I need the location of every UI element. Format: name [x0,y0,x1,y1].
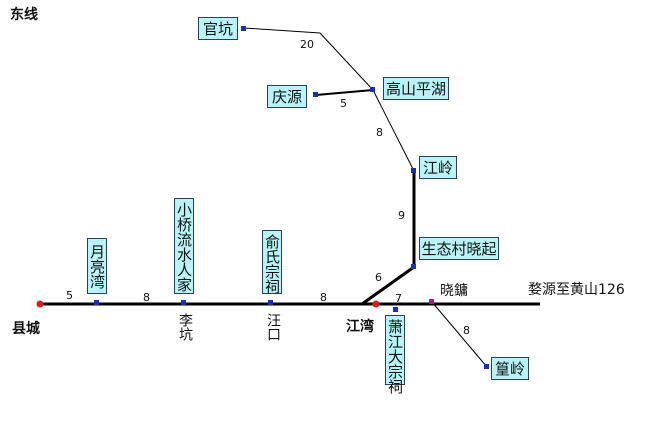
stop-guankeng[interactable]: 官坑 [198,17,238,40]
road-gaoshan-bend [319,32,374,91]
distance-jiangwan-xiaojiang: 7 [395,292,402,305]
node-huangling [484,364,489,369]
stop-jiangling[interactable]: 江岭 [419,156,457,179]
node-gaoshan [370,87,375,92]
distance-qingyuan-gaoshan: 5 [340,97,347,110]
place-likeng: 李坑 [177,313,193,341]
node-xiaojiang [393,307,398,312]
distance-jiangwan-shengtai: 6 [375,271,382,284]
node-xiancheng [36,300,44,308]
node-jiangwan [372,300,380,308]
distance-jiangling-gaoshan: 8 [376,126,383,139]
stop-yueliangwan[interactable]: 月亮湾 [87,238,107,294]
stop-xiaojiang[interactable]: 萧江大宗祠 [385,315,405,394]
section-title: 东线 [10,7,38,23]
node-jiangling [411,168,416,173]
stop-yushi[interactable]: 俞氏宗祠 [262,230,282,294]
road-jiangwan-shengtai [361,265,415,306]
node-xiaoyong [429,299,434,304]
stop-shengtai[interactable]: 生态村晓起 [419,237,499,260]
node-yushi [268,300,273,305]
place-jiangwan: 江湾 [346,319,374,335]
node-qingyuan [313,92,318,97]
stop-qingyuan[interactable]: 庆源 [267,85,307,108]
distance-yueliangwan-likeng: 8 [143,291,150,304]
stop-huangling[interactable]: 篁岭 [491,357,529,380]
node-xiaoqiao [181,300,186,305]
distance-wangkou-jiangwan: 8 [320,291,327,304]
node-yueliangwan [94,300,99,305]
distance-xiaoyong-huangling: 8 [463,324,470,337]
node-shengtai [411,264,416,269]
place-xiaoyong: 晓鏞 [440,283,468,299]
distance-xiancheng-yueliangwan: 5 [66,289,73,302]
place-wangkou: 汪口 [265,313,281,341]
distance-shengtai-jiangling: 9 [398,209,405,222]
route-label: 婺源至黄山126 [528,282,625,298]
place-xiancheng: 县城 [12,321,40,337]
road-bend-guankeng [243,27,321,34]
road-qingyuan-gaoshan [315,89,374,96]
distance-gaoshan-guankeng: 20 [300,38,314,51]
stop-gaoshan[interactable]: 高山平湖 [383,77,449,100]
road-jiangling-gaoshan [372,89,415,172]
node-guankeng [241,26,246,31]
road-xiaoyong-huangling [431,301,488,368]
stop-xiaoqiao[interactable]: 小桥流水人家 [174,198,194,294]
